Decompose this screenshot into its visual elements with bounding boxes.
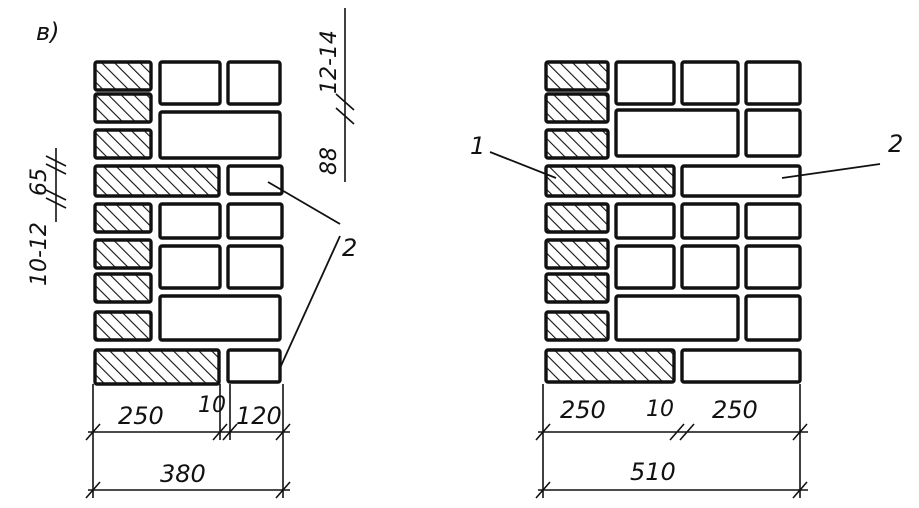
hatched-header-brick bbox=[544, 202, 610, 234]
callout-leader bbox=[489, 151, 557, 179]
dim-tick bbox=[335, 107, 355, 125]
brick bbox=[614, 60, 676, 106]
callout-leader bbox=[267, 181, 341, 225]
brick bbox=[614, 108, 740, 158]
dim-tick bbox=[45, 155, 67, 167]
brick bbox=[614, 244, 676, 290]
right-total-width-label: 510 bbox=[630, 458, 676, 486]
left-part-b-label: 120 bbox=[236, 402, 282, 430]
dim-tick bbox=[212, 423, 228, 441]
brick bbox=[226, 60, 282, 106]
dim-tick bbox=[45, 197, 67, 209]
callout-one: 1 bbox=[470, 132, 485, 160]
dim-tick bbox=[45, 163, 67, 175]
callout-leader bbox=[781, 163, 881, 179]
brick bbox=[226, 244, 284, 290]
brick bbox=[744, 244, 802, 290]
left-total-width-label: 380 bbox=[160, 460, 206, 488]
hatched-stretcher-brick bbox=[93, 164, 221, 198]
hatched-header-brick bbox=[544, 92, 610, 124]
brick bbox=[680, 202, 740, 240]
dim-tick bbox=[275, 481, 291, 499]
brick bbox=[744, 108, 802, 158]
hatched-header-brick bbox=[544, 128, 610, 160]
left-wall-section bbox=[93, 60, 284, 386]
row-height-label: 88 bbox=[317, 147, 342, 175]
brick bbox=[744, 202, 802, 240]
callouts: 2 1 2 bbox=[267, 130, 903, 369]
right-dimensions: 250 10 250 510 bbox=[535, 384, 808, 499]
dim-tick bbox=[85, 423, 101, 441]
brick bbox=[744, 294, 802, 342]
hatched-stretcher-brick bbox=[93, 348, 221, 386]
hatched-header-brick bbox=[93, 60, 153, 92]
row-joint-label: 12-14 bbox=[317, 30, 342, 94]
brick bbox=[680, 348, 802, 384]
left-joint-label: 10 bbox=[198, 393, 226, 418]
dim-tick bbox=[535, 423, 551, 441]
marked-brick-2 bbox=[226, 348, 282, 384]
brick bbox=[158, 110, 282, 160]
callout-two-right: 2 bbox=[888, 130, 903, 158]
marked-brick-2 bbox=[226, 164, 284, 196]
callout-two-left: 2 bbox=[342, 234, 357, 262]
hatched-header-brick bbox=[93, 310, 153, 342]
hatched-header-brick bbox=[544, 238, 610, 270]
brick bbox=[158, 202, 222, 240]
left-dimensions: 12-14 88 65 10-12 250 10 120 380 bbox=[27, 8, 355, 499]
hatched-header-brick bbox=[93, 272, 153, 304]
hatched-header-brick bbox=[93, 128, 153, 160]
hatched-header-brick bbox=[93, 238, 153, 270]
hatched-header-brick bbox=[544, 60, 610, 92]
right-part-a-label: 250 bbox=[560, 396, 606, 424]
brick bbox=[680, 60, 740, 106]
brick bbox=[158, 294, 282, 342]
right-part-b-label: 250 bbox=[712, 396, 758, 424]
dim-tick bbox=[335, 93, 355, 111]
vertical-joint-label: 10-12 bbox=[27, 222, 52, 286]
brick bbox=[158, 244, 222, 290]
hatched-header-brick bbox=[93, 202, 153, 234]
hatched-stretcher-brick bbox=[544, 348, 676, 384]
dim-tick bbox=[85, 481, 101, 499]
dim-tick bbox=[679, 423, 695, 441]
brick-height-label: 65 bbox=[27, 168, 52, 196]
dim-tick bbox=[535, 481, 551, 499]
brick bbox=[158, 60, 222, 106]
marked-brick-2 bbox=[680, 164, 802, 198]
brick bbox=[226, 202, 284, 240]
hatched-header-brick bbox=[544, 272, 610, 304]
right-joint-label: 10 bbox=[646, 397, 674, 422]
left-part-a-label: 250 bbox=[118, 402, 164, 430]
dim-tick bbox=[792, 481, 808, 499]
hatched-header-brick bbox=[93, 92, 153, 124]
dim-tick bbox=[45, 189, 67, 201]
dim-tick bbox=[669, 423, 685, 441]
brick bbox=[680, 244, 740, 290]
brick bbox=[744, 60, 802, 106]
brick bbox=[614, 202, 676, 240]
dim-tick bbox=[275, 423, 291, 441]
dim-tick bbox=[222, 423, 238, 441]
brick bbox=[614, 294, 740, 342]
right-wall-section bbox=[544, 60, 802, 384]
callout-leader bbox=[279, 235, 341, 369]
figure-letter: в) bbox=[36, 18, 60, 46]
hatched-header-brick bbox=[544, 310, 610, 342]
dim-tick bbox=[792, 423, 808, 441]
hatched-stretcher-brick bbox=[544, 164, 676, 198]
